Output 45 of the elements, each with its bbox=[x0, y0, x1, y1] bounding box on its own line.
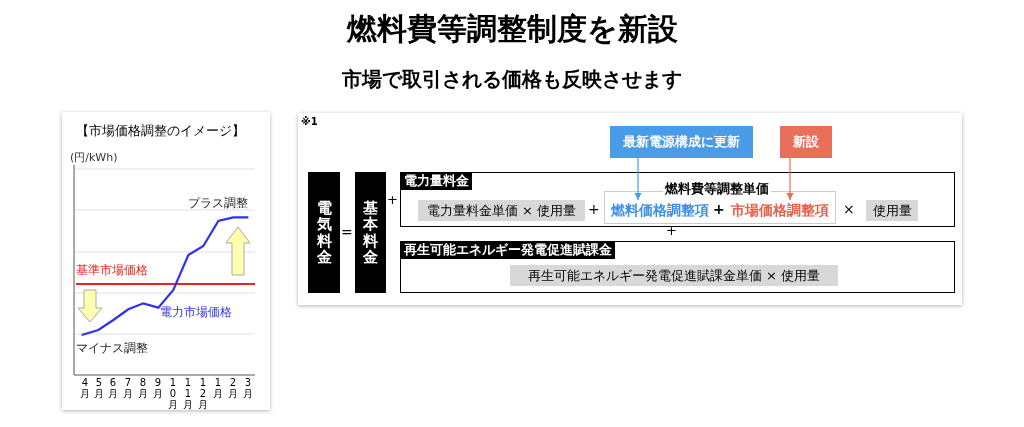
operator: + bbox=[713, 201, 725, 218]
axis-tick-label: 11月 bbox=[183, 377, 193, 410]
callout-box: 最新電源構成に更新 bbox=[610, 126, 753, 158]
axis-tick-label: 4月 bbox=[80, 377, 90, 399]
operator: + bbox=[387, 193, 398, 208]
series-label: 基準市場価格 bbox=[76, 264, 148, 278]
vertical-label: 基本料金 bbox=[363, 199, 378, 266]
formula-term: 市場価格調整項 bbox=[727, 200, 833, 221]
axis-tick-label: 1月 bbox=[213, 377, 223, 399]
formula-term: 電力量料金単価 × 使用量 bbox=[418, 200, 585, 221]
axis-tick-label: 7月 bbox=[123, 377, 133, 399]
formula-term: 使用量 bbox=[866, 200, 918, 221]
axis-tick-label: 12月 bbox=[198, 377, 208, 410]
axis-tick-label: 6月 bbox=[108, 377, 118, 399]
operator: + bbox=[666, 224, 677, 239]
subtitle-text: 市場で取引される価格も反映させます bbox=[341, 68, 683, 91]
operator: × bbox=[843, 201, 855, 218]
chart-title: 【市場価格調整のイメージ】 bbox=[76, 124, 245, 139]
formula-term: 再生可能エネルギー発電促進賦課金単価 × 使用量 bbox=[510, 265, 838, 286]
axis-tick-label: 8月 bbox=[138, 377, 148, 399]
box-heading: 電力量料金 bbox=[401, 173, 472, 190]
axis-tick-label: 9月 bbox=[153, 377, 163, 399]
annotation-text: マイナス調整 bbox=[76, 342, 148, 356]
vertical-label: 電気料金 bbox=[316, 199, 332, 266]
axis-tick-label: 3月 bbox=[243, 377, 253, 399]
arrow bbox=[634, 157, 642, 201]
charge-box bbox=[400, 241, 955, 293]
axis-tick-label: 5月 bbox=[94, 377, 104, 399]
operator: = bbox=[341, 224, 353, 241]
axis-tick-label: 10月 bbox=[168, 377, 178, 410]
box-heading: 燃料費等調整単価 bbox=[663, 182, 771, 197]
footnote-mark: ※1 bbox=[301, 116, 318, 128]
axis-unit: (円/kWh) bbox=[70, 152, 118, 165]
arrow bbox=[786, 157, 794, 201]
series-label: 電力市場価格 bbox=[160, 306, 232, 320]
title-text: 燃料費等調整制度を新設 bbox=[345, 12, 679, 47]
label-box bbox=[355, 172, 386, 293]
label-box bbox=[308, 172, 340, 293]
annotation-text: プラス調整 bbox=[188, 197, 248, 211]
formula-term: 燃料価格調整項 bbox=[608, 200, 712, 221]
operator: + bbox=[588, 201, 600, 218]
axis-tick-label: 2月 bbox=[228, 377, 238, 399]
charge-box bbox=[400, 172, 955, 227]
callout-box: 新設 bbox=[780, 126, 832, 158]
box-heading: 再生可能エネルギー発電促進賦課金 bbox=[401, 242, 615, 259]
